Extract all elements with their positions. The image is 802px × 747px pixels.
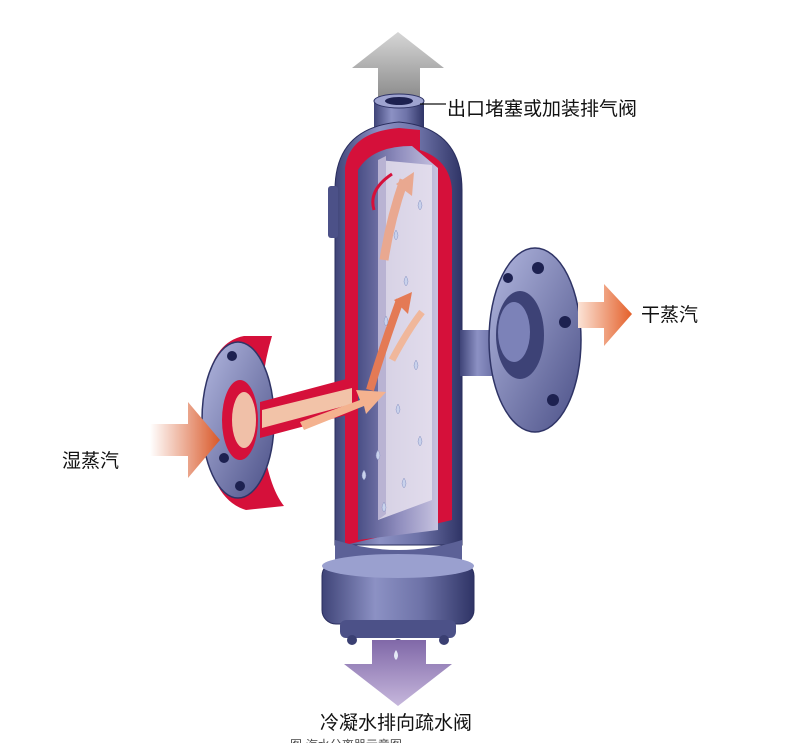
label-dry-steam: 干蒸汽 xyxy=(641,304,699,326)
label-condensate-drain: 冷凝水排向疏水阀 xyxy=(320,712,473,734)
label-outlet-plug: 出口堵塞或加装排气阀 xyxy=(447,98,638,120)
figure-caption: 图 汽水分离器示意图 xyxy=(290,736,402,743)
inlet-flange xyxy=(201,336,352,510)
outlet-flange xyxy=(460,247,582,433)
vessel-base xyxy=(321,540,475,649)
arrow-up-icon xyxy=(352,32,444,98)
label-wet-steam: 湿蒸汽 xyxy=(62,450,120,472)
steam-flow-arrows xyxy=(300,172,425,430)
arrow-right-icon xyxy=(578,284,632,346)
arrow-down-icon xyxy=(344,640,452,706)
water-droplets xyxy=(361,199,423,513)
arrow-right-icon xyxy=(150,402,220,478)
